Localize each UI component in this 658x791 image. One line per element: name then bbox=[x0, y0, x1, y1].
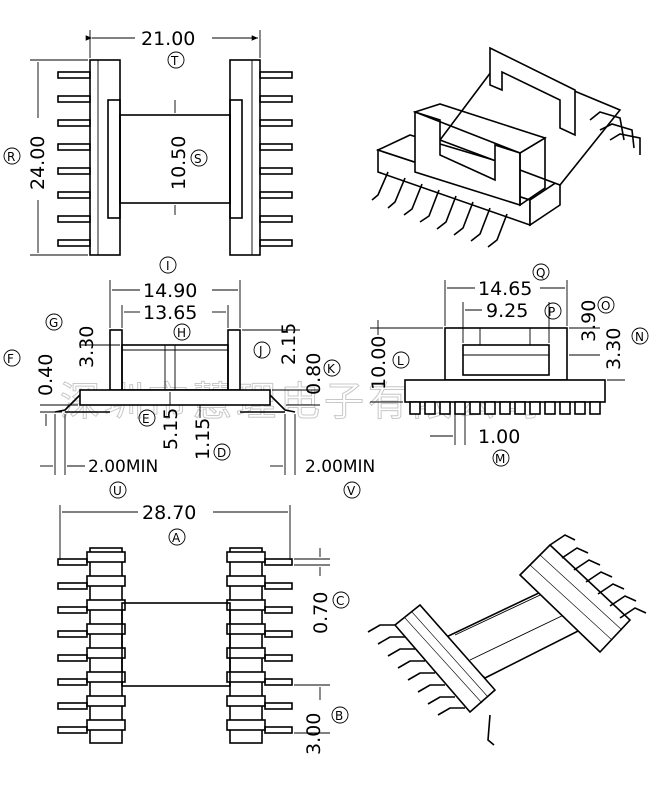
bottom-left-comb bbox=[86, 547, 126, 744]
bottom-left-pins bbox=[57, 558, 88, 734]
tag-o: O bbox=[601, 299, 610, 313]
dim-1-15: 1.15 bbox=[192, 418, 214, 460]
dim-14-90: 14.90 bbox=[143, 280, 197, 302]
dim-3-90: 3.90 bbox=[578, 300, 600, 342]
tag-m: M bbox=[495, 452, 505, 466]
dim-1-00: 1.00 bbox=[478, 426, 520, 448]
top-left-pins bbox=[57, 71, 91, 247]
tag-f: F bbox=[7, 352, 14, 366]
iso-front-pins bbox=[371, 171, 508, 248]
dim-2-00min-left: 2.00MIN bbox=[88, 457, 158, 477]
tag-b: B bbox=[335, 709, 343, 723]
tag-v: V bbox=[347, 484, 356, 498]
tag-n: N bbox=[635, 330, 644, 344]
tag-g: G bbox=[49, 316, 58, 330]
dim-10-50: 10.50 bbox=[168, 136, 190, 190]
tag-t: T bbox=[170, 54, 179, 68]
bottom-right-comb bbox=[226, 547, 266, 744]
dim-0-70: 0.70 bbox=[310, 592, 332, 634]
dim-10-00: 10.00 bbox=[368, 336, 390, 390]
tag-l: L bbox=[397, 354, 404, 368]
top-view: 21.00 T 24.00 R 10.50 S I bbox=[3, 28, 293, 274]
iso-view-bottom bbox=[367, 534, 647, 746]
dim-28-70: 28.70 bbox=[142, 502, 196, 524]
dim-3-30-side: 3.30 bbox=[76, 326, 98, 368]
dim-13-65: 13.65 bbox=[143, 302, 197, 324]
dim-14-65: 14.65 bbox=[478, 278, 532, 300]
dim-2-00min-right: 2.00MIN bbox=[305, 457, 375, 477]
dim-3-30-front: 3.30 bbox=[603, 328, 625, 370]
tag-h: H bbox=[177, 326, 186, 340]
top-left-flange bbox=[89, 59, 121, 256]
iso-view-top bbox=[371, 46, 641, 248]
dim-5-15: 5.15 bbox=[160, 408, 182, 450]
tag-p: P bbox=[548, 305, 555, 319]
dim-9-25: 9.25 bbox=[486, 300, 528, 322]
tag-e: E bbox=[142, 412, 150, 426]
dim-0-80: 0.80 bbox=[303, 353, 325, 395]
tag-r: R bbox=[7, 150, 15, 164]
front-comb-teeth bbox=[409, 401, 601, 415]
dim-0-40: 0.40 bbox=[35, 354, 57, 396]
tag-s: S bbox=[194, 152, 202, 166]
dim-24-00: 24.00 bbox=[27, 136, 49, 190]
tag-i: I bbox=[166, 259, 170, 273]
tag-a: A bbox=[172, 531, 181, 545]
tag-u: U bbox=[113, 484, 122, 498]
tag-k: K bbox=[327, 362, 336, 376]
dim-3-00: 3.00 bbox=[303, 713, 325, 755]
top-right-pins bbox=[259, 71, 293, 247]
top-right-flange bbox=[229, 59, 261, 256]
bottom-right-pins bbox=[264, 558, 293, 734]
tag-c: C bbox=[336, 594, 344, 608]
front-view: 14.65 Q 9.25 P 3.90 O 3.30 N 10.00 L 1.0… bbox=[368, 263, 649, 467]
tag-d: D bbox=[217, 446, 226, 460]
tag-q: Q bbox=[536, 266, 545, 280]
dim-2-15: 2.15 bbox=[278, 323, 300, 365]
dim-21-00: 21.00 bbox=[141, 28, 195, 50]
side-view: 14.90 13.65 H G 3.30 F 0.40 J 2.15 K 0.8… bbox=[3, 280, 375, 499]
tag-j: J bbox=[258, 344, 263, 358]
bottom-view: 28.70 A bbox=[57, 502, 350, 755]
